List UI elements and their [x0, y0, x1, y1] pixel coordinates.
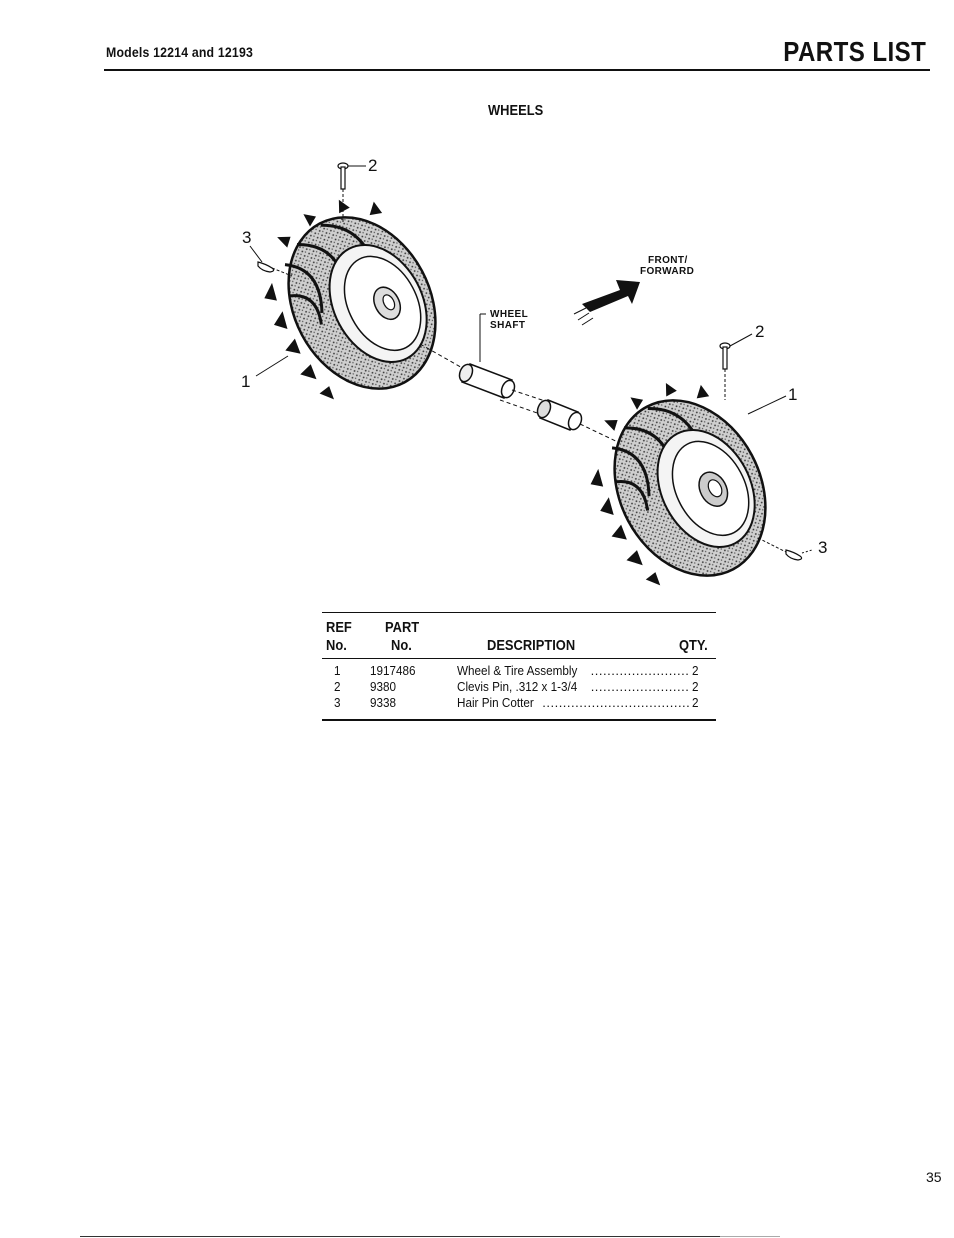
wheel-shaft — [419, 313, 623, 445]
callout-right-cotter: 3 — [818, 538, 828, 557]
row-description-text: Clevis Pin, .312 x 1-3/4 — [457, 679, 578, 694]
header-part-top: PART — [385, 619, 420, 636]
front-label-line2: FORWARD — [640, 266, 695, 277]
table-header-rule — [322, 658, 716, 659]
header-description: DESCRIPTION — [487, 637, 576, 654]
row-description: Wheel & Tire Assembly...................… — [457, 663, 689, 678]
row-ref: 2 — [334, 679, 341, 694]
left-wheel-tire-assembly — [264, 199, 437, 400]
row-description-text: Hair Pin Cotter — [457, 695, 534, 710]
right-wheel-tire-assembly — [590, 383, 767, 586]
header-part-bottom: No. — [391, 637, 412, 654]
page-number: 35 — [926, 1169, 942, 1185]
page-title: PARTS LIST — [783, 36, 926, 67]
right-clevis-pin — [719, 333, 753, 400]
header-rule — [104, 69, 930, 71]
header-ref-top: REF — [326, 619, 352, 636]
shaft-label-line1: WHEEL — [490, 309, 529, 320]
header-qty: QTY. — [679, 637, 708, 654]
row-description-text: Wheel & Tire Assembly — [457, 663, 578, 678]
section-title: WHEELS — [488, 102, 544, 119]
footer-rule-faint — [720, 1236, 780, 1237]
left-clevis-pin — [337, 162, 366, 222]
row-qty: 2 — [692, 695, 699, 710]
front-forward-arrow — [573, 280, 640, 326]
row-part-number: 9380 — [370, 679, 397, 694]
row-qty: 2 — [692, 663, 699, 678]
callout-left-wheel: 1 — [241, 372, 251, 391]
callout-right-wheel: 1 — [788, 385, 798, 404]
callout-left-cotter: 3 — [242, 228, 252, 247]
callout-right-clevis-pin: 2 — [755, 322, 765, 341]
table-top-rule — [322, 612, 716, 613]
row-description: Clevis Pin, .312 x 1-3/4................… — [457, 679, 689, 694]
row-ref: 1 — [334, 663, 341, 678]
models-heading: Models 12214 and 12193 — [106, 44, 254, 60]
row-ref: 3 — [334, 695, 341, 710]
footer-rule — [80, 1236, 720, 1237]
row-description: Hair Pin Cotter.........................… — [457, 695, 689, 710]
header-ref-bottom: No. — [326, 637, 347, 654]
row-part-number: 1917486 — [370, 663, 416, 678]
row-leader-dots: ........................................… — [542, 695, 689, 710]
callout-left-clevis-pin: 2 — [368, 156, 378, 175]
shaft-label-line2: SHAFT — [490, 320, 526, 331]
table-bottom-rule — [322, 719, 716, 721]
row-qty: 2 — [692, 679, 699, 694]
right-hair-pin-cotter — [757, 537, 813, 561]
row-leader-dots: ........................................ — [590, 679, 689, 694]
row-leader-dots: ........................................ — [590, 663, 689, 678]
front-label-line1: FRONT/ — [648, 255, 688, 266]
row-part-number: 9338 — [370, 695, 397, 710]
left-hair-pin-cotter — [249, 245, 293, 277]
